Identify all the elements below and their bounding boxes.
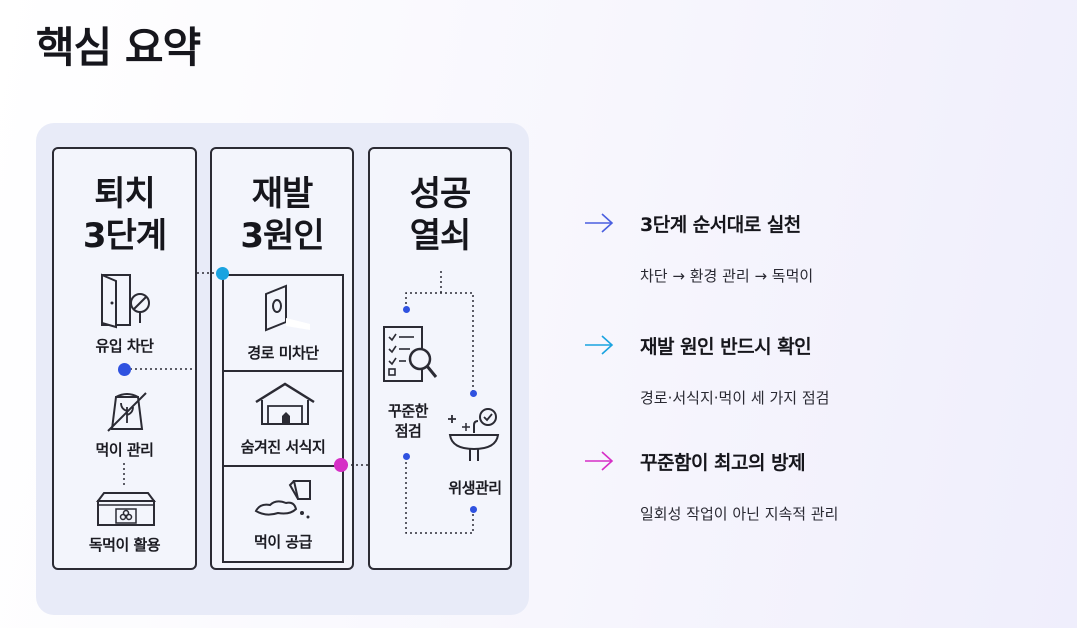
column-title-line: 재발 — [251, 174, 314, 214]
arrow-right-icon — [585, 213, 614, 233]
spilled-food-icon — [254, 480, 311, 519]
step-label: 독먹이 활용 — [88, 536, 161, 554]
summary-heading: 꾸준함이 최고의 방제 — [640, 452, 806, 474]
cyan-connector-dot — [216, 267, 229, 280]
summary-detail: 경로·서식지·먹이 세 가지 점검 — [640, 389, 830, 407]
arrow-right-icon — [585, 451, 614, 471]
small-connector-dot — [470, 506, 477, 513]
step-label-line: 점검 — [394, 422, 422, 440]
step-label: 먹이 공급 — [254, 533, 312, 551]
step-label: 위생관리 — [448, 479, 502, 497]
column-title-line: 3원인 — [240, 216, 324, 256]
column-recurrence-causes: 재발 3원인 경로 미차단 숨겨진 서식지 — [210, 147, 354, 570]
hidden-nest-house-icon — [255, 382, 315, 425]
checklist-magnifier-icon — [383, 326, 438, 382]
column-removal-steps: 퇴치 3단계 유입 차단 먹이 관리 독먹이 활용 — [52, 147, 197, 570]
summary-heading: 재발 원인 반드시 확인 — [640, 336, 812, 358]
step-label-line: 꾸준한 — [388, 402, 428, 420]
step-label: 먹이 관리 — [95, 441, 154, 459]
step-label: 숨겨진 서식지 — [240, 438, 326, 456]
column-title: 퇴치 3단계 — [54, 173, 195, 257]
column-title: 재발 3원인 — [212, 173, 352, 257]
page-title: 핵심 요약 — [36, 23, 201, 72]
step-label: 유입 차단 — [95, 337, 154, 355]
clean-sink-icon — [448, 408, 500, 461]
connector-lines — [123, 271, 474, 534]
summary-heading: 3단계 순서대로 실천 — [640, 214, 801, 236]
summary-detail: 일회성 작업이 아닌 지속적 관리 — [640, 505, 839, 523]
column-title-line: 성공 — [409, 174, 472, 214]
cause-box: 숨겨진 서식지 — [222, 370, 344, 467]
column-title-line: 열쇠 — [409, 216, 472, 256]
blue-connector-dot — [118, 363, 131, 376]
step-label: 경로 미차단 — [247, 344, 319, 362]
small-connector-dot — [470, 390, 477, 397]
column-title-line: 퇴치 — [94, 174, 156, 214]
column-title-line: 3단계 — [82, 216, 167, 256]
door-blocked-icon — [101, 273, 150, 329]
wall-hole-icon — [265, 284, 310, 332]
bait-station-icon — [96, 492, 156, 526]
food-bag-crossed-icon — [107, 392, 147, 432]
column-success-keys: 성공 열쇠 꾸준한 점검 위생 — [368, 147, 512, 570]
small-connector-dot — [403, 306, 410, 313]
column-title: 성공 열쇠 — [370, 173, 510, 257]
step-label: 꾸준한 점검 — [378, 401, 438, 441]
arrow-right-icon — [585, 335, 614, 355]
cause-box: 먹이 공급 — [222, 465, 344, 563]
cause-box: 경로 미차단 — [222, 274, 344, 372]
diagram-panel: 퇴치 3단계 유입 차단 먹이 관리 독먹이 활용 — [36, 123, 529, 615]
summary-detail: 차단 → 환경 관리 → 독먹이 — [640, 267, 814, 285]
small-connector-dot — [403, 453, 410, 460]
magenta-connector-dot — [334, 458, 348, 472]
